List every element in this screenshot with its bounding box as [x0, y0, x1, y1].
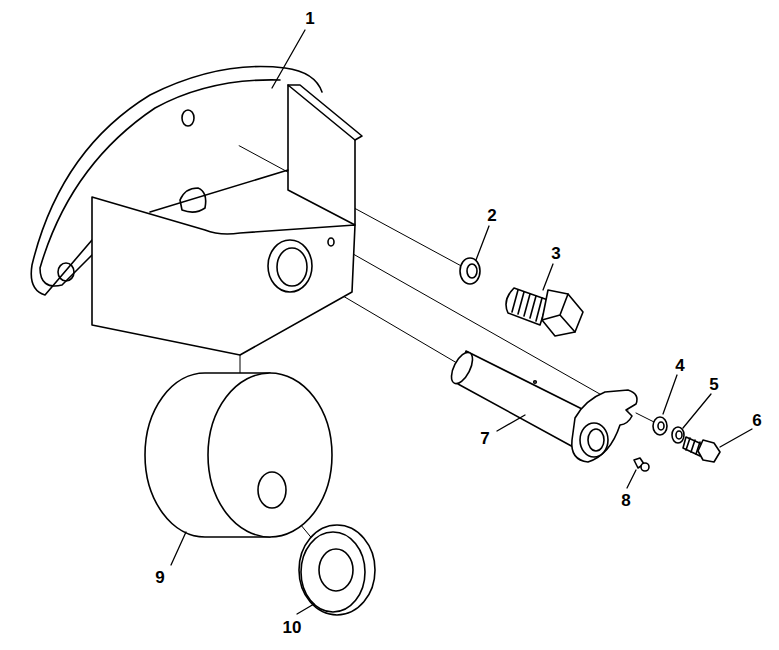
- pivot-pin: [447, 349, 637, 462]
- callout-number: 4: [675, 357, 684, 374]
- callout-number: 7: [480, 430, 489, 447]
- washer: [299, 525, 375, 615]
- callout-number: 2: [487, 207, 496, 224]
- callout-number: 5: [709, 376, 718, 393]
- callout-number: 6: [752, 412, 761, 429]
- callout-number: 3: [551, 245, 560, 262]
- leader-lines: [171, 30, 752, 614]
- bracket: [31, 67, 362, 355]
- bolt: [506, 288, 583, 336]
- roller: [145, 373, 332, 537]
- cap-screw: [683, 437, 720, 462]
- callout-number: 1: [305, 10, 314, 27]
- grease-fitting: [634, 458, 649, 471]
- flat-washer: [653, 417, 667, 435]
- lock-washer: [460, 258, 480, 284]
- lock-washer-small: [672, 427, 684, 443]
- callout-number: 10: [283, 619, 302, 636]
- callout-number: 8: [621, 492, 630, 509]
- callout-number: 9: [155, 569, 164, 586]
